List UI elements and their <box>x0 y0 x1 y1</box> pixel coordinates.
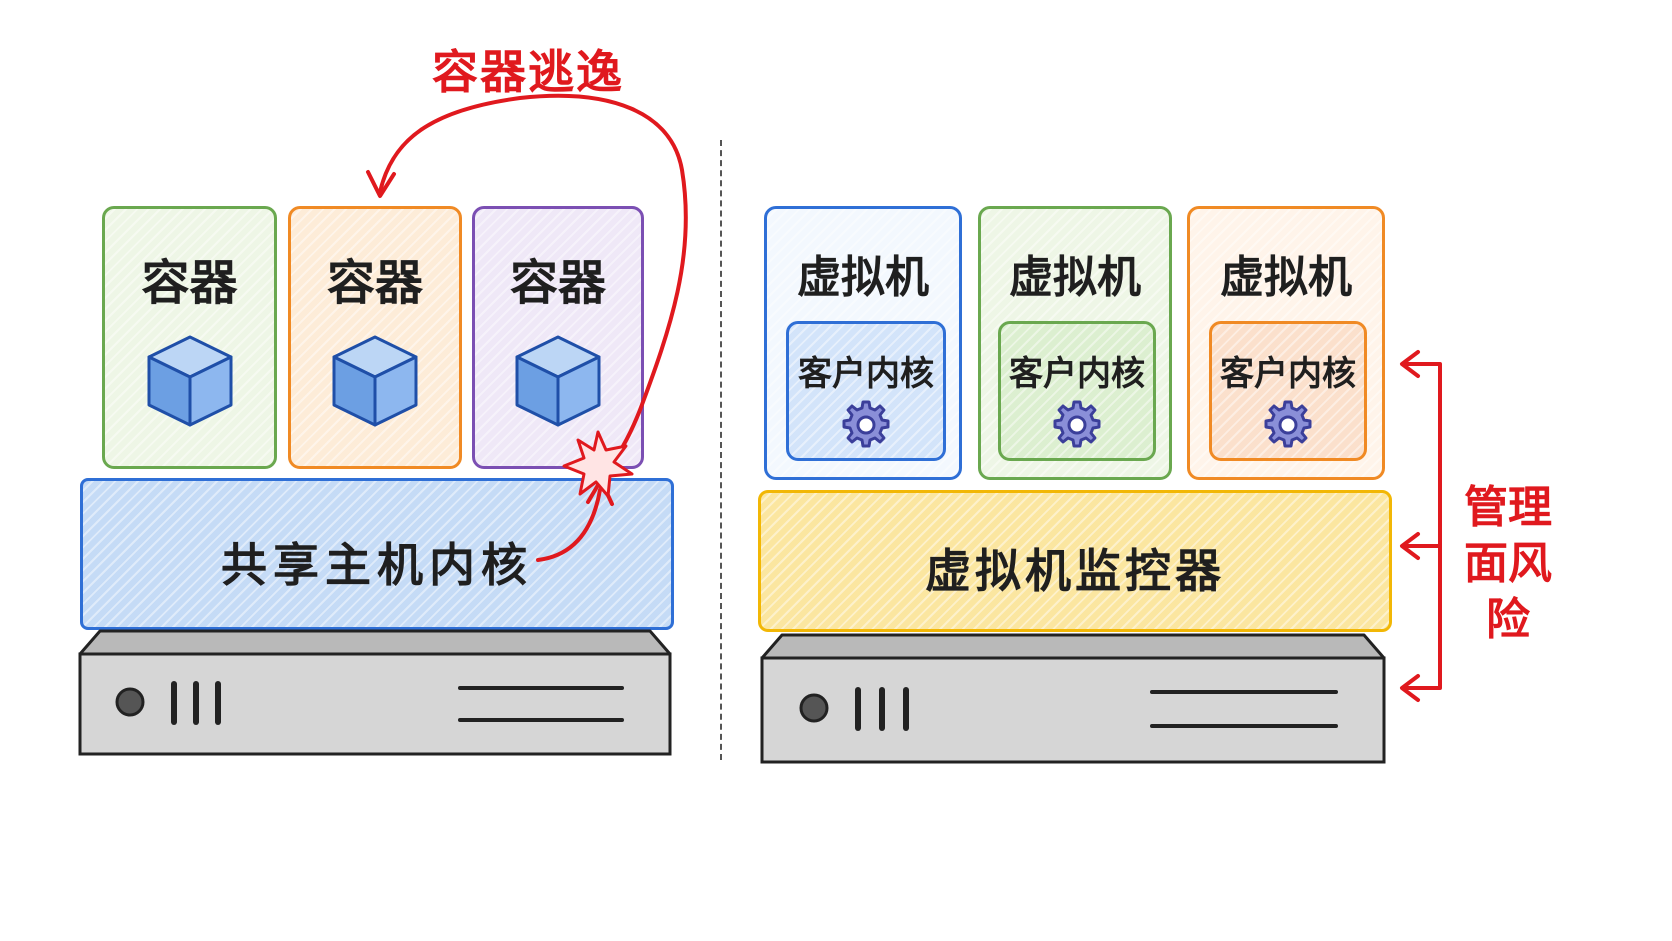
risk-line-2: 面风 <box>1464 538 1552 589</box>
vm-label: 虚拟机 <box>1009 252 1141 303</box>
divider <box>720 140 722 760</box>
container-label: 容器 <box>326 255 423 311</box>
shared-host-kernel-label: 共享主机内核 <box>221 538 533 592</box>
vm-box-2: 虚拟机 客户内核 <box>978 206 1172 480</box>
guest-kernel-box: 客户内核 <box>1209 321 1367 461</box>
guest-kernel-label: 客户内核 <box>1009 354 1145 394</box>
shared-host-kernel: 共享主机内核 <box>80 478 674 630</box>
guest-kernel-label: 客户内核 <box>1220 354 1356 394</box>
container-box-1: 容器 <box>102 206 277 469</box>
hypervisor-layer: 虚拟机监控器 <box>758 490 1392 632</box>
risk-line-1: 管理 <box>1464 482 1552 533</box>
cube-icon <box>332 335 418 427</box>
hypervisor-label: 虚拟机监控器 <box>925 544 1225 598</box>
vm-label: 虚拟机 <box>1220 252 1352 303</box>
management-risk-label: 管理 面风 险 <box>1458 480 1558 648</box>
risk-line-3: 险 <box>1486 594 1530 645</box>
guest-kernel-label: 客户内核 <box>798 354 934 394</box>
container-label: 容器 <box>141 255 238 311</box>
cube-icon <box>147 335 232 427</box>
container-box-3: 容器 <box>472 206 644 469</box>
cube-icon <box>515 335 601 427</box>
gear-icon <box>1053 400 1101 448</box>
guest-kernel-box: 客户内核 <box>998 321 1156 461</box>
server-icon <box>78 629 672 756</box>
risk-bracket <box>1400 350 1442 702</box>
guest-kernel-box: 客户内核 <box>786 321 946 461</box>
container-label: 容器 <box>509 255 606 311</box>
vm-label: 虚拟机 <box>797 252 929 303</box>
container-box-2: 容器 <box>288 206 462 469</box>
container-escape-label: 容器逃逸 <box>432 45 624 99</box>
vm-box-1: 虚拟机 客户内核 <box>764 206 962 480</box>
vm-box-3: 虚拟机 客户内核 <box>1187 206 1385 480</box>
gear-icon <box>1264 400 1312 448</box>
gear-icon <box>842 400 890 448</box>
burst-icon <box>562 430 634 498</box>
server-icon <box>760 633 1386 764</box>
